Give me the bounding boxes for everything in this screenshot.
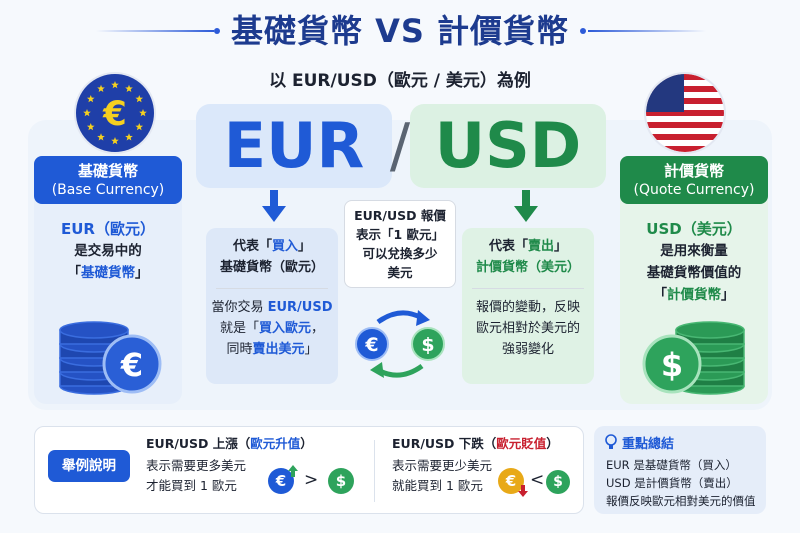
example-up-title: EUR/USD 上漲（歐元升值） bbox=[146, 436, 313, 451]
base-panel-text: EUR（歐元） 是交易中的 「基礎貨幣」 bbox=[34, 218, 182, 284]
buy-card-line2: 基礎貨幣（歐元） bbox=[219, 260, 324, 275]
example-up: EUR/USD 上漲（歐元升值） 表示需要更多美元 才能買到 1 歐元 bbox=[146, 434, 366, 496]
summary-line1: EUR 是基礎貨幣（買入） bbox=[606, 458, 737, 472]
base-panel-head: 基礎貨幣 (Base Currency) bbox=[34, 156, 182, 204]
sell-quote-card: 代表「賣出」 計價貨幣（美元） 報價的變動，反映 歐元相對於美元的 強弱變化 bbox=[462, 228, 594, 384]
eu-star bbox=[86, 123, 95, 131]
example-down-line2: 就能買到 1 歐元 bbox=[392, 478, 483, 493]
down-arrow-icon bbox=[262, 190, 286, 224]
greater-than-symbol: > bbox=[304, 470, 319, 490]
base-panel-head-line2: (Base Currency) bbox=[51, 182, 165, 198]
quote-panel-line1: USD（美元） bbox=[646, 220, 742, 238]
buy-card-body-line1: 當你交易 EUR/USD bbox=[211, 300, 333, 315]
base-panel-head-line1: 基礎貨幣 bbox=[77, 162, 138, 180]
sell-card-body-line2: 歐元相對於美元的 bbox=[475, 321, 580, 336]
quote-panel-text: USD（美元） 是用來衡量 基礎貨幣價值的 「計價貨幣」 bbox=[620, 218, 768, 306]
euro-coin-down-icon: € bbox=[498, 468, 524, 494]
eu-star bbox=[111, 81, 119, 89]
title-decor-right bbox=[588, 30, 706, 32]
us-flag-icon bbox=[644, 72, 726, 154]
example-up-line2: 才能買到 1 歐元 bbox=[146, 478, 237, 493]
example-down: EUR/USD 下跌（歐元貶值） 表示需要更少美元 就能買到 1 歐元 bbox=[392, 434, 582, 496]
eu-star bbox=[125, 133, 133, 141]
summary-text: EUR 是基礎貨幣（買入） USD 是計價貨幣（賣出） 報價反映歐元相對美元的價… bbox=[606, 456, 766, 510]
base-panel-line3: 「基礎貨幣」 bbox=[67, 265, 149, 281]
exchange-cycle-icon: € $ bbox=[348, 300, 452, 386]
sell-card-divider bbox=[472, 288, 584, 289]
up-arrow-icon bbox=[288, 462, 298, 477]
quote-panel-line2: 是用來衡量 bbox=[660, 243, 728, 259]
sell-card-line1: 代表「賣出」 bbox=[488, 239, 568, 254]
sell-card-body-line3: 強弱變化 bbox=[501, 342, 554, 357]
eu-star bbox=[97, 133, 105, 141]
quote-panel-head: 計價貨幣 (Quote Currency) bbox=[620, 156, 768, 204]
svg-text:€: € bbox=[120, 346, 143, 384]
eu-star bbox=[135, 95, 144, 103]
base-panel-line2: 是交易中的 bbox=[74, 243, 142, 259]
euro-coin-up-icon: € bbox=[268, 468, 294, 494]
down-arrow-small-icon bbox=[518, 482, 528, 497]
summary-panel bbox=[594, 426, 766, 514]
eu-star bbox=[135, 123, 144, 131]
svg-text:$: $ bbox=[661, 346, 683, 384]
down-arrow-icon bbox=[514, 190, 538, 224]
dollar-coin-up-icon: $ bbox=[328, 468, 354, 494]
quote-explain-line3: 可以兌換多少 bbox=[362, 246, 438, 261]
eu-star bbox=[139, 109, 147, 117]
example-button[interactable]: 舉例說明 bbox=[48, 450, 130, 482]
eu-flag-icon: € bbox=[74, 72, 156, 154]
dollar-coin-stack-icon: $ bbox=[642, 306, 748, 396]
svg-text:€: € bbox=[102, 94, 127, 134]
buy-base-card: 代表「買入」 基礎貨幣（歐元） 當你交易 EUR/USD 就是「買入歐元， 同時… bbox=[206, 228, 338, 384]
eu-star bbox=[97, 84, 105, 92]
base-panel-line1: EUR（歐元） bbox=[61, 220, 155, 238]
page-subtitle: 以 EUR/USD（歐元 / 美元）為例 bbox=[269, 71, 531, 91]
example-down-title: EUR/USD 下跌（歐元貶值） bbox=[392, 436, 559, 451]
example-divider bbox=[374, 440, 375, 502]
quote-explain-line4: 美元 bbox=[387, 265, 413, 280]
buy-card-body-line3: 同時賣出美元」 bbox=[226, 342, 318, 357]
base-currency-code: EUR bbox=[196, 104, 392, 188]
eu-star bbox=[83, 109, 91, 117]
title-decor-left bbox=[96, 30, 214, 32]
buy-card-body-line2: 就是「買入歐元， bbox=[219, 321, 325, 336]
summary-line3: 報價反映歐元相對美元的價值 bbox=[606, 494, 756, 508]
quote-panel-line4: 「計價貨幣」 bbox=[653, 287, 735, 303]
svg-text:$: $ bbox=[421, 334, 434, 356]
quote-explain-line1: EUR/USD 報價 bbox=[354, 208, 446, 223]
quote-currency-code: USD bbox=[410, 104, 606, 188]
title-dot-right bbox=[580, 28, 586, 34]
quote-currency-panel: 計價貨幣 (Quote Currency) USD（美元） 是用來衡量 基礎貨幣… bbox=[620, 156, 768, 404]
quote-explain-line2: 表示「1 歐元」 bbox=[355, 227, 445, 242]
dollar-coin-down-icon: $ bbox=[546, 470, 570, 494]
summary-line2: USD 是計價貨幣（賣出） bbox=[606, 476, 738, 490]
quote-panel-head-line1: 計價貨幣 bbox=[663, 162, 724, 180]
eu-star bbox=[111, 137, 119, 145]
title-dot-left bbox=[214, 28, 220, 34]
page-title: 基礎貨幣 VS 計價貨幣 bbox=[230, 12, 570, 50]
lightbulb-icon bbox=[604, 434, 618, 450]
eu-star bbox=[125, 84, 133, 92]
quote-explain-box: EUR/USD 報價 表示「1 歐元」 可以兌換多少 美元 bbox=[344, 200, 456, 288]
example-down-line1: 表示需要更少美元 bbox=[392, 458, 493, 473]
example-up-line1: 表示需要更多美元 bbox=[146, 458, 247, 473]
buy-card-line1: 代表「買入」 bbox=[232, 239, 312, 254]
less-than-symbol: < bbox=[530, 470, 545, 490]
eu-star bbox=[86, 95, 95, 103]
pair-slash: / bbox=[389, 111, 411, 181]
euro-coin-stack-icon: € bbox=[56, 306, 162, 396]
quote-panel-line3: 基礎貨幣價值的 bbox=[646, 265, 742, 281]
base-currency-panel: 基礎貨幣 (Base Currency) EUR（歐元） 是交易中的 「基礎貨幣… bbox=[34, 156, 182, 404]
sell-card-line2: 計價貨幣（美元） bbox=[475, 260, 580, 275]
buy-card-divider bbox=[216, 288, 328, 289]
sell-card-body-line1: 報價的變動，反映 bbox=[475, 300, 580, 315]
svg-text:€: € bbox=[364, 334, 378, 356]
summary-title: 重點總結 bbox=[622, 437, 675, 452]
quote-panel-head-line2: (Quote Currency) bbox=[633, 182, 755, 198]
